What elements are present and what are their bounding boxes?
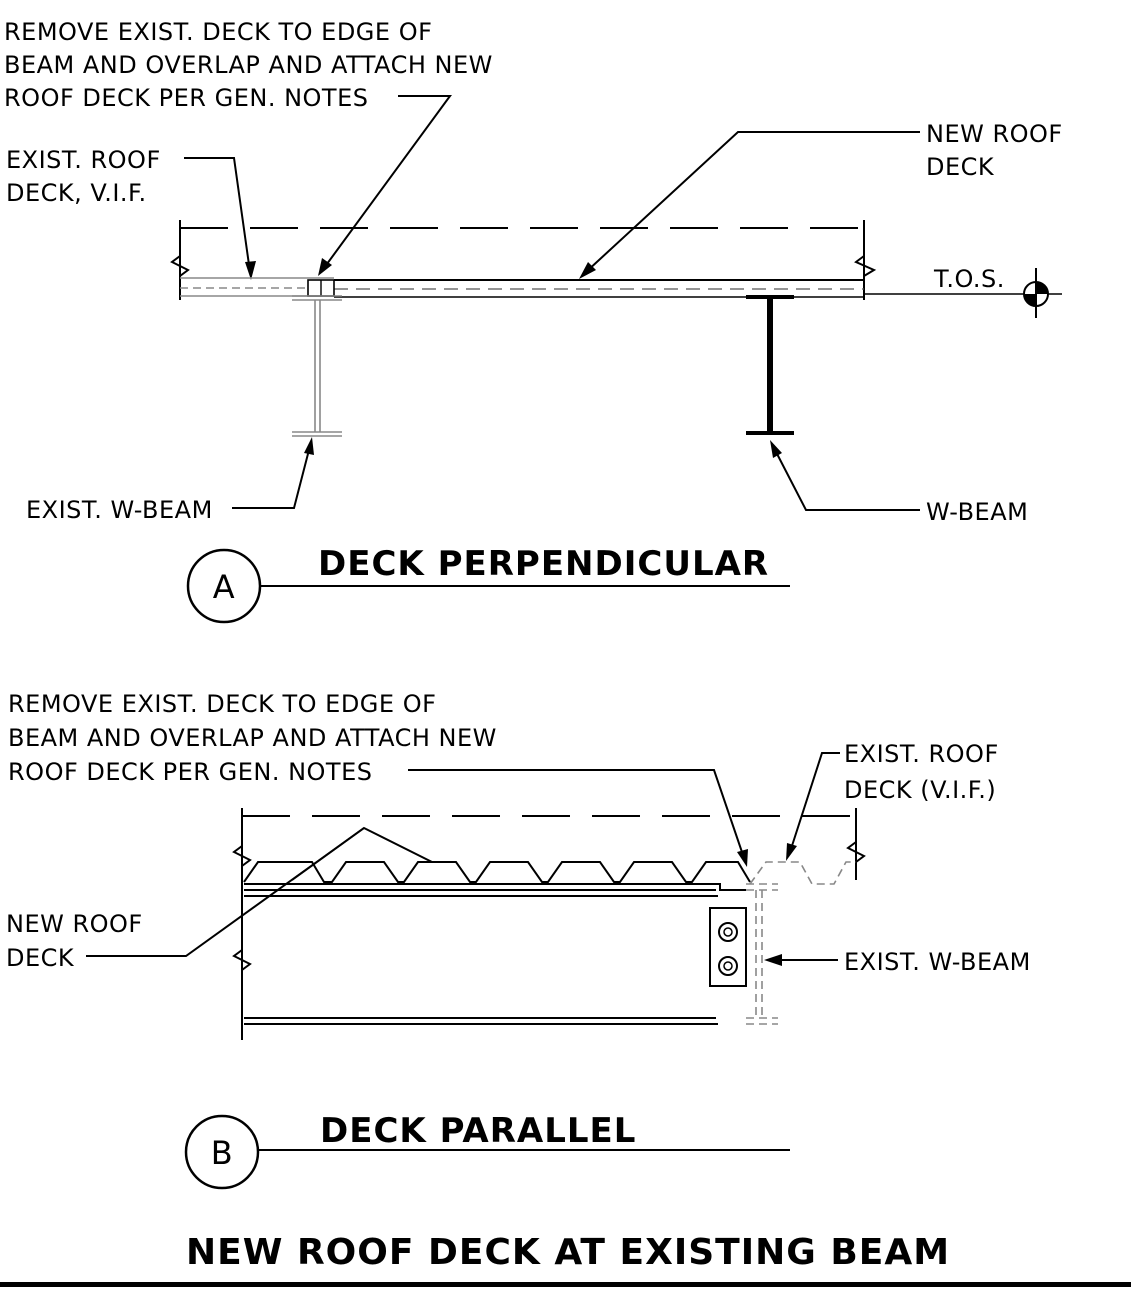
- a-exist-w-beam: [292, 295, 342, 437]
- sheet-title: NEW ROOF DECK AT EXISTING BEAM: [186, 1232, 950, 1273]
- a-note-new-deck-line1: NEW ROOF: [926, 120, 1063, 148]
- b-break-left-top: [232, 845, 252, 867]
- a-leader-remove: [323, 95, 452, 269]
- b-note-remove-line3: ROOF DECK PER GEN. NOTES: [8, 758, 372, 786]
- b-arrow-remove: [737, 849, 748, 867]
- b-exist-w-beam: [746, 883, 778, 1025]
- b-break-right: [846, 841, 866, 863]
- a-note-exist-deck-line1: EXIST. ROOF: [6, 146, 161, 174]
- b-note-new-deck-line2: DECK: [6, 944, 75, 972]
- b-exist-deck-profile: [749, 861, 856, 885]
- b-new-deck-bottom: [244, 883, 746, 891]
- b-arrow-exist-deck: [786, 843, 797, 861]
- a-leader-new-deck: [585, 131, 920, 273]
- a-leader-beam: [773, 447, 920, 511]
- a-leader-exist-beam: [232, 445, 311, 509]
- b-note-exist-deck-line1: EXIST. ROOF: [844, 740, 999, 768]
- a-note-remove-line2: BEAM AND OVERLAP AND ATTACH NEW: [4, 51, 493, 79]
- b-note-new-deck-line1: NEW ROOF: [6, 910, 143, 938]
- a-arrow-exist-beam: [304, 437, 314, 455]
- a-detail-title: DECK PERPENDICULAR: [318, 544, 769, 584]
- bolt-icon: [718, 956, 738, 976]
- a-note-new-deck-line2: DECK: [926, 153, 995, 181]
- b-bubble-letter: B: [211, 1134, 233, 1172]
- b-detail-bubble: [184, 1114, 260, 1190]
- tos-datum-icon: [1023, 268, 1049, 318]
- b-note-remove-line1: REMOVE EXIST. DECK TO EDGE OF: [8, 690, 436, 718]
- a-note-tos: T.O.S.: [933, 265, 1005, 293]
- b-detail-title: DECK PARALLEL: [320, 1111, 636, 1151]
- a-arrow-new-deck: [579, 262, 596, 279]
- a-note-remove-line3: ROOF DECK PER GEN. NOTES: [4, 84, 368, 112]
- b-break-left-mid: [232, 949, 252, 971]
- detail-a: REMOVE EXIST. DECK TO EDGE OF BEAM AND O…: [4, 18, 1063, 624]
- b-note-exist-deck-line2: DECK (V.I.F.): [844, 776, 996, 804]
- a-arrow-remove: [318, 258, 332, 276]
- b-new-deck-profile: [243, 861, 751, 883]
- bolt-icon: [718, 922, 738, 942]
- b-leader-new-deck: [86, 826, 433, 957]
- b-leader-remove: [408, 769, 745, 859]
- b-arrow-exist-beam: [764, 954, 782, 966]
- detail-b: REMOVE EXIST. DECK TO EDGE OF BEAM AND O…: [6, 690, 1031, 1190]
- a-note-remove-line1: REMOVE EXIST. DECK TO EDGE OF: [4, 18, 432, 46]
- a-note-exist-deck-line2: DECK, V.I.F.: [6, 179, 147, 207]
- a-arrow-beam: [770, 440, 782, 458]
- b-leader-exist-deck: [789, 752, 840, 853]
- a-break-right: [854, 255, 877, 277]
- b-note-remove-line2: BEAM AND OVERLAP AND ATTACH NEW: [8, 724, 497, 752]
- a-bubble-letter: A: [213, 568, 235, 606]
- a-break-left: [170, 255, 190, 277]
- a-arrow-exist-deck: [245, 261, 256, 280]
- a-note-beam: W-BEAM: [926, 498, 1028, 526]
- title-bar-rule: [0, 1282, 1131, 1287]
- b-note-exist-beam: EXIST. W-BEAM: [844, 948, 1031, 976]
- a-w-beam: [746, 295, 794, 435]
- b-leader-new-deck-branch: [291, 827, 365, 881]
- a-note-exist-beam: EXIST. W-BEAM: [26, 496, 213, 524]
- a-leader-exist-deck: [184, 157, 251, 273]
